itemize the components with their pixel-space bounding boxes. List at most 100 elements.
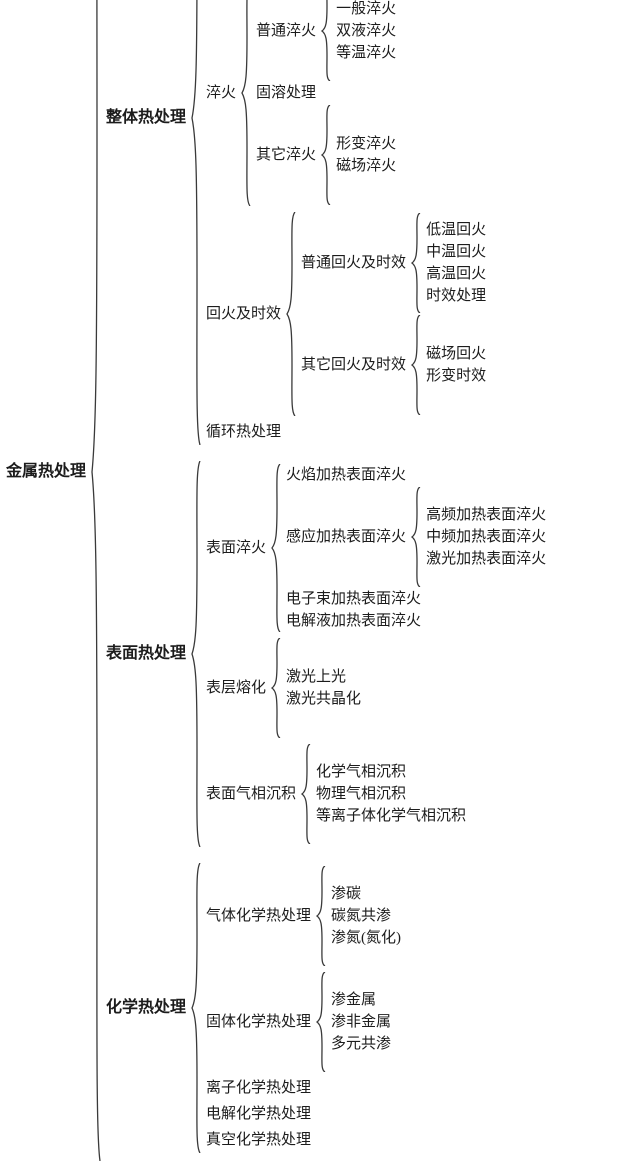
tree-node: 电解化学热处理	[203, 1104, 404, 1124]
node-label: 整体热处理	[106, 109, 187, 126]
tree-node: 电子束加热表面淬火	[283, 589, 549, 609]
tree-node: 形变时效	[423, 366, 489, 386]
node-label: 高频加热表面淬火	[426, 507, 547, 523]
tree-node: 感应加热表面淬火高频加热表面淬火中频加热表面淬火激光加热表面淬火	[283, 487, 549, 587]
node-label: 等离子体化学气相沉积	[316, 808, 467, 824]
brace-icon	[321, 105, 331, 205]
children-group: 渗碳碳氮共渗渗氮(氮化)	[328, 883, 404, 949]
node-label: 电子束加热表面淬火	[286, 591, 422, 607]
children-group: 整体热处理退火再结晶退火扩散退火去应力退火石墨化退火完全退火球化退火磁场退火正火…	[103, 0, 549, 1161]
node-label: 物理气相沉积	[316, 786, 407, 802]
tree-node: 时效处理	[423, 286, 489, 306]
tree-node: 普通淬火一般淬火双液淬火等温淬火	[253, 0, 399, 81]
children-group: 激光上光激光共晶化	[283, 666, 364, 710]
tree-node: 激光上光	[283, 667, 364, 687]
children-group: 普通回火及时效低温回火中温回火高温回火时效处理其它回火及时效磁场回火形变时效	[298, 212, 489, 416]
heat-treatment-diagram: 金属热处理整体热处理退火再结晶退火扩散退火去应力退火石墨化退火完全退火球化退火磁…	[6, 0, 546, 944]
children-group: 普通淬火一般淬火双液淬火等温淬火固溶处理其它淬火形变淬火磁场淬火	[253, 0, 399, 206]
node-label: 固溶处理	[256, 85, 317, 101]
brace-icon	[316, 866, 326, 966]
node-label: 双液淬火	[336, 23, 397, 39]
brace-icon	[316, 972, 326, 1072]
tree-node: 低温回火	[423, 220, 489, 240]
tree-node: 普通回火及时效低温回火中温回火高温回火时效处理	[298, 213, 489, 313]
tree-node: 表面淬火火焰加热表面淬火感应加热表面淬火高频加热表面淬火中频加热表面淬火激光加热…	[203, 464, 549, 632]
node-label: 表层熔化	[206, 680, 267, 696]
node-label: 等温淬火	[336, 45, 397, 61]
tree-node: 离子化学热处理	[203, 1078, 404, 1098]
brace-icon	[286, 212, 296, 416]
tree-node: 气体化学热处理渗碳碳氮共渗渗氮(氮化)	[203, 866, 404, 966]
node-label: 固体化学热处理	[206, 1014, 312, 1030]
children-group: 形变淬火磁场淬火	[333, 133, 399, 177]
node-label: 化学气相沉积	[316, 764, 407, 780]
tree-node: 磁场回火	[423, 344, 489, 364]
node-label: 电解液加热表面淬火	[286, 613, 422, 629]
children-group: 化学气相沉积物理气相沉积等离子体化学气相沉积	[313, 761, 469, 827]
node-label: 一般淬火	[336, 1, 397, 17]
node-label: 形变淬火	[336, 136, 397, 152]
tree-node: 物理气相沉积	[313, 784, 469, 804]
node-label: 其它淬火	[256, 147, 317, 163]
node-label: 离子化学热处理	[206, 1080, 312, 1096]
tree-node: 渗碳	[328, 884, 404, 904]
brace-icon	[191, 461, 201, 847]
brace-icon	[191, 0, 201, 445]
node-label: 中温回火	[426, 244, 487, 260]
node-label: 激光共晶化	[286, 691, 362, 707]
tree-node: 碳氮共渗	[328, 906, 404, 926]
node-label: 渗非金属	[331, 1014, 392, 1030]
brace-icon	[191, 863, 201, 1153]
node-label: 气体化学热处理	[206, 908, 312, 924]
node-label: 碳氮共渗	[331, 908, 392, 924]
node-label: 磁场回火	[426, 346, 487, 362]
children-group: 高频加热表面淬火中频加热表面淬火激光加热表面淬火	[423, 504, 549, 570]
node-label: 中频加热表面淬火	[426, 529, 547, 545]
children-group: 低温回火中温回火高温回火时效处理	[423, 219, 489, 307]
node-label: 多元共渗	[331, 1036, 392, 1052]
children-group: 磁场回火形变时效	[423, 343, 489, 387]
node-label: 磁场淬火	[336, 158, 397, 174]
tree-node: 化学热处理气体化学热处理渗碳碳氮共渗渗氮(氮化)固体化学热处理渗金属渗非金属多元…	[103, 863, 549, 1153]
tree-node: 形变淬火	[333, 134, 399, 154]
node-label: 高温回火	[426, 266, 487, 282]
node-label: 表面热处理	[106, 645, 187, 662]
tree-node: 化学气相沉积	[313, 762, 469, 782]
tree-node: 其它回火及时效磁场回火形变时效	[298, 315, 489, 415]
brace-icon	[411, 213, 421, 313]
children-group: 退火再结晶退火扩散退火去应力退火石墨化退火完全退火球化退火磁场退火正火淬火普通淬…	[203, 0, 489, 445]
node-label: 普通淬火	[256, 23, 317, 39]
node-label: 渗碳	[331, 886, 362, 902]
node-label: 表面气相沉积	[206, 786, 297, 802]
tree-node: 激光共晶化	[283, 689, 364, 709]
tree-node: 淬火普通淬火一般淬火双液淬火等温淬火固溶处理其它淬火形变淬火磁场淬火	[203, 0, 489, 206]
tree-node: 固体化学热处理 渗金属渗非金属多元共渗	[203, 972, 404, 1072]
node-label: 渗氮(氮化)	[331, 930, 402, 946]
tree-node: 表层熔化激光上光激光共晶化	[203, 638, 549, 738]
tree-node: 其它淬火形变淬火磁场淬火	[253, 105, 399, 205]
tree-node: 电解液加热表面淬火	[283, 611, 549, 631]
children-group: 火焰加热表面淬火感应加热表面淬火高频加热表面淬火中频加热表面淬火激光加热表面淬火…	[283, 464, 549, 632]
tree-node: 磁场淬火	[333, 156, 399, 176]
node-label: 渗金属	[331, 992, 377, 1008]
brace-icon	[301, 744, 311, 844]
node-label: 电解化学热处理	[206, 1106, 312, 1122]
tree-node: 多元共渗	[328, 1034, 394, 1054]
node-label: 普通回火及时效	[301, 255, 407, 271]
brace-icon	[91, 0, 101, 1161]
tree-node: 一般淬火	[333, 0, 399, 19]
brace-icon	[271, 464, 281, 632]
tree-node: 金属热处理整体热处理退火再结晶退火扩散退火去应力退火石墨化退火完全退火球化退火磁…	[3, 0, 549, 1161]
node-label: 激光上光	[286, 669, 347, 685]
children-group: 一般淬火双液淬火等温淬火	[333, 0, 399, 64]
tree-node: 高温回火	[423, 264, 489, 284]
tree-node: 渗非金属	[328, 1012, 394, 1032]
tree-node: 表面热处理表面淬火火焰加热表面淬火感应加热表面淬火高频加热表面淬火中频加热表面淬…	[103, 461, 549, 847]
tree-node: 中温回火	[423, 242, 489, 262]
node-label: 低温回火	[426, 222, 487, 238]
node-label: 火焰加热表面淬火	[286, 467, 407, 483]
node-label: 化学热处理	[106, 999, 187, 1016]
brace-icon	[411, 315, 421, 415]
node-label: 表面淬火	[206, 540, 267, 556]
tree-node: 渗金属	[328, 990, 394, 1010]
